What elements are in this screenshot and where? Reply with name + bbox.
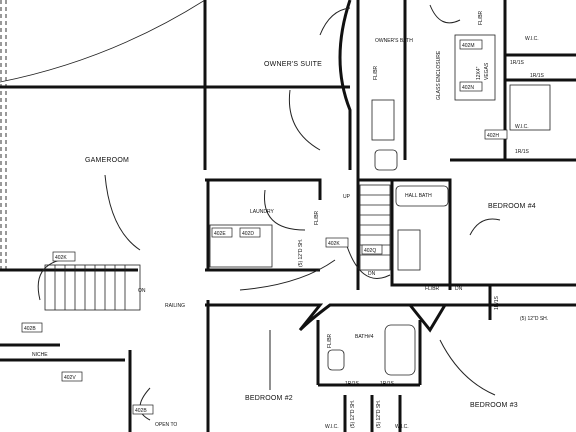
- vanity: [371, 99, 395, 141]
- note-shelving: (5) 12"D SH.: [298, 239, 304, 267]
- room-owners-bath: OWNER'S BATH: [375, 38, 413, 44]
- note-shower-type: VEGAS: [484, 62, 490, 80]
- note-shelf: 1R/1S: [530, 73, 545, 79]
- note-fl-br: FL/BR: [314, 210, 320, 225]
- tub: [395, 185, 449, 207]
- note-fl-br: FL/BR: [478, 10, 484, 25]
- note-fl-br: FL/BR: [327, 333, 333, 348]
- note-shelf: 1R/1S: [494, 295, 500, 310]
- svg-text:402Q: 402Q: [364, 248, 376, 254]
- tag-402k-game: 402K: [52, 251, 76, 262]
- laundry-box: [209, 224, 273, 268]
- svg-text:402M: 402M: [462, 43, 475, 49]
- svg-text:402D: 402D: [242, 231, 254, 237]
- tag-402n: 402N: [459, 81, 483, 92]
- room-laundry: LAUNDRY: [250, 209, 274, 215]
- room-bedroom-4: BEDROOM #4: [488, 203, 536, 210]
- room-gameroom: GAMEROOM: [85, 157, 129, 164]
- note-shelf: 1R/1S: [380, 381, 395, 387]
- svg-text:402B: 402B: [135, 408, 147, 414]
- tag-402m: 402M: [459, 39, 483, 50]
- room-bedroom-3: BEDROOM #3: [470, 402, 518, 409]
- note-shelving: (5) 12"D SH.: [350, 400, 356, 428]
- room-wic-top: W.I.C.: [525, 36, 539, 42]
- vanity: [397, 229, 421, 271]
- svg-text:402V: 402V: [64, 375, 76, 381]
- tag-402e: 402E: [211, 227, 233, 238]
- label-railing: RAILING: [165, 303, 185, 309]
- closet-box: [509, 84, 551, 131]
- tag-402v: 402V: [61, 371, 83, 382]
- shower: [454, 34, 496, 101]
- note-shelving: (5) 12"D SH.: [376, 400, 382, 428]
- note-on: ON: [138, 288, 146, 294]
- svg-text:402B: 402B: [24, 326, 36, 332]
- room-niche: NICHE: [32, 352, 48, 358]
- note-shelving: (5) 12"D SH.: [520, 316, 548, 322]
- tag-402h: 402H: [484, 129, 508, 140]
- tag-402d: 402D: [239, 227, 261, 238]
- svg-text:402K: 402K: [328, 241, 340, 247]
- room-wic-bl: W.I.C.: [325, 424, 339, 430]
- tub: [384, 324, 416, 376]
- door-swing-arc: [0, 0, 206, 83]
- svg-text:402N: 402N: [462, 85, 474, 91]
- tag-402q: 402Q: [361, 244, 383, 255]
- note-fl-br: FL/BR: [373, 65, 379, 80]
- note-dn-right: DN: [455, 286, 463, 292]
- svg-text:402H: 402H: [487, 133, 499, 139]
- note-shelf: 1R/1S: [345, 381, 360, 387]
- stair-left: [44, 264, 141, 311]
- tag-402k-hall: 402K: [325, 237, 349, 248]
- svg-text:402E: 402E: [214, 231, 226, 237]
- room-owners-suite: OWNER'S SUITE: [264, 61, 322, 68]
- note-fl-br: FL/BR: [425, 286, 440, 292]
- room-bath-4: BATH#4: [355, 334, 374, 340]
- svg-text:402K: 402K: [55, 255, 67, 261]
- note-shelf: 1R/1S: [515, 149, 530, 155]
- tag-402b: 402B: [21, 322, 43, 333]
- stair-center: [359, 184, 391, 271]
- note-shower-size: 12X4": [476, 66, 482, 80]
- room-bedroom-2: BEDROOM #2: [245, 395, 293, 402]
- toilet: [327, 349, 345, 371]
- room-wic-br: W.I.C.: [395, 424, 409, 430]
- note-shelf: 1R/1S: [510, 60, 525, 66]
- room-hall-bath: HALL BATH: [405, 193, 432, 199]
- tag-402b-low: 402B: [132, 404, 154, 415]
- room-wic-right: W.I.C.: [515, 124, 529, 130]
- note-dn: DN: [368, 271, 376, 277]
- label-glass-enclosure: GLASS ENCLOSURE: [436, 50, 442, 100]
- toilet: [374, 149, 398, 171]
- wiring: [37, 4, 501, 421]
- note-up: UP: [343, 194, 351, 200]
- room-open-to: OPEN TO: [155, 422, 177, 428]
